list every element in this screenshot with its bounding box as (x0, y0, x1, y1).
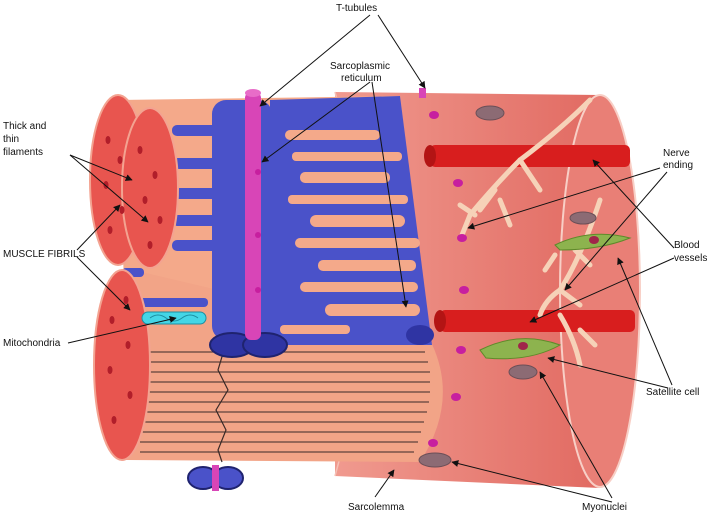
myonuclei (418, 105, 597, 468)
satellite-cells (479, 233, 632, 360)
label-blood-line1: Blood (674, 240, 700, 251)
blood-vessels (424, 145, 635, 332)
t-tubule-openings (255, 111, 469, 447)
nerve-endings (457, 97, 603, 368)
label-sarcoplasmic-line2: reticulum (341, 73, 382, 84)
t-tubules (212, 88, 426, 491)
label-thick-line3: filaments (3, 147, 43, 158)
fibril-faces (89, 94, 179, 461)
label-nerve-line2: ending (663, 160, 693, 171)
striations (140, 349, 430, 463)
label-satellite-cell: Satellite cell (646, 387, 699, 398)
label-muscle-fibrils: MUSCLE FIBRILS (3, 249, 86, 260)
label-blood-line2: vessels (674, 253, 707, 264)
labels: T-tubules Sarcoplasmic reticulum Thick a… (3, 3, 707, 513)
label-thick-line1: Thick and (3, 121, 46, 132)
label-t-tubules: T-tubules (336, 3, 377, 14)
label-nerve-line1: Nerve (663, 148, 690, 159)
label-sarcolemma: Sarcolemma (348, 502, 405, 513)
label-myonuclei: Myonuclei (582, 502, 627, 513)
label-mitochondria: Mitochondria (3, 338, 61, 349)
leader-arrows (67, 14, 675, 503)
label-sarcoplasmic-line1: Sarcoplasmic (330, 61, 390, 72)
label-thick-line2: thin (3, 134, 19, 145)
